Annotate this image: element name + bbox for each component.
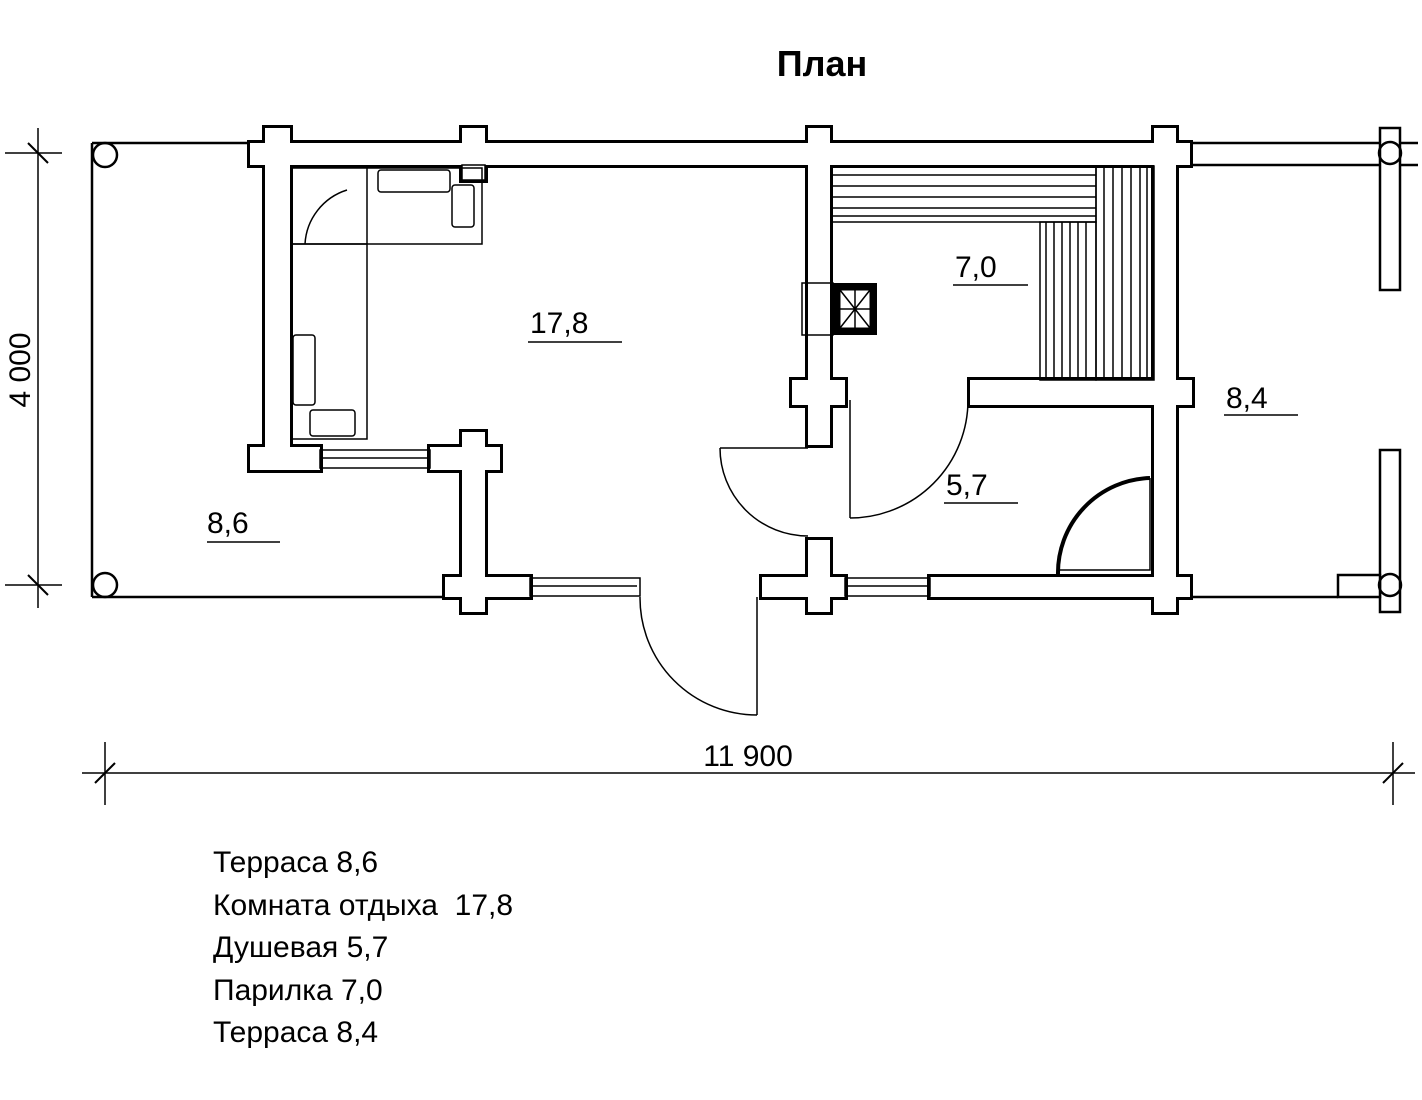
area-value: 8,4 (1226, 382, 1268, 415)
stove-icon (801, 282, 877, 336)
legend-item: Терраса 8,4 (213, 1016, 379, 1049)
sauna-benches (830, 165, 1155, 381)
legend-item: Комната отдыха 17,8 (213, 888, 514, 922)
walls-outline (247, 125, 1195, 615)
dimension-height: 4 000 (4, 128, 62, 608)
area-value: 8,6 (207, 507, 249, 540)
plan-title: План (777, 43, 868, 84)
area-value: 5,7 (946, 469, 988, 502)
area-value: 7,0 (955, 251, 997, 284)
doors (639, 399, 969, 716)
width-dimension-label: 11 900 (703, 740, 793, 773)
shower-cabin (1055, 476, 1151, 576)
windows (319, 449, 931, 597)
room-label-steam-room: 7,0 (953, 251, 1028, 286)
legend-item: Терраса 8,6 (213, 846, 379, 879)
height-dimension-label: 4 000 (4, 332, 37, 407)
terrace-right-outline (1190, 126, 1418, 614)
walls-fill (250, 128, 1192, 612)
legend-item: Парилка 7,0 (213, 973, 383, 1007)
area-value: 17,8 (530, 307, 588, 340)
room-label-shower: 5,7 (944, 469, 1018, 504)
dimension-width: 11 900 (82, 740, 1415, 805)
room-legend: Терраса 8,6 Комната отдыха 17,8 Душевая … (213, 842, 513, 1055)
legend-item: Душевая 5,7 (213, 931, 389, 964)
room-label-terrace-right: 8,4 (1224, 382, 1298, 416)
sofa-furniture (291, 164, 486, 440)
room-label-lounge: 17,8 (528, 307, 622, 343)
room-label-terrace-left: 8,6 (207, 507, 280, 543)
terrace-left-outline (90, 141, 445, 599)
